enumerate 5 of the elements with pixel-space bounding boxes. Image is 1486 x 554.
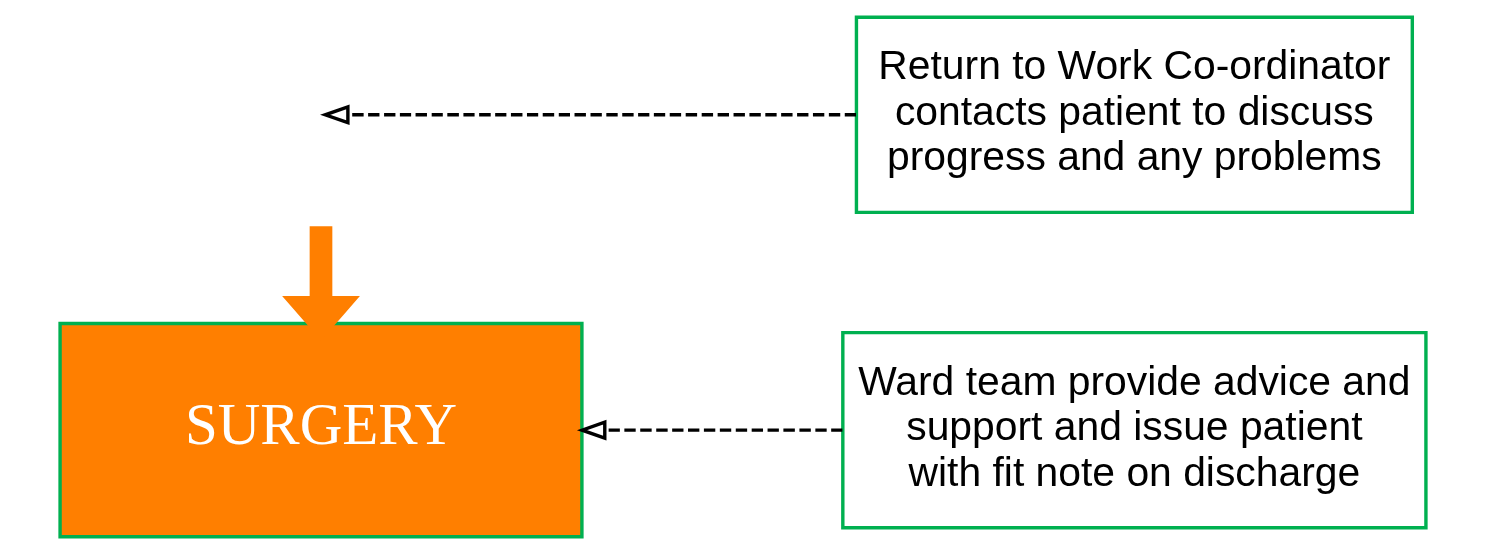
node-box: Return to Work Co-ordinator contacts patient to discuss progress and any problems	[854, 15, 1414, 215]
node-box: SURGERY	[58, 321, 584, 539]
node-box: Ward team provide advice and support and issue patient with fit note on discharge	[841, 330, 1428, 530]
arrow	[576, 419, 843, 441]
arrow	[320, 104, 856, 126]
